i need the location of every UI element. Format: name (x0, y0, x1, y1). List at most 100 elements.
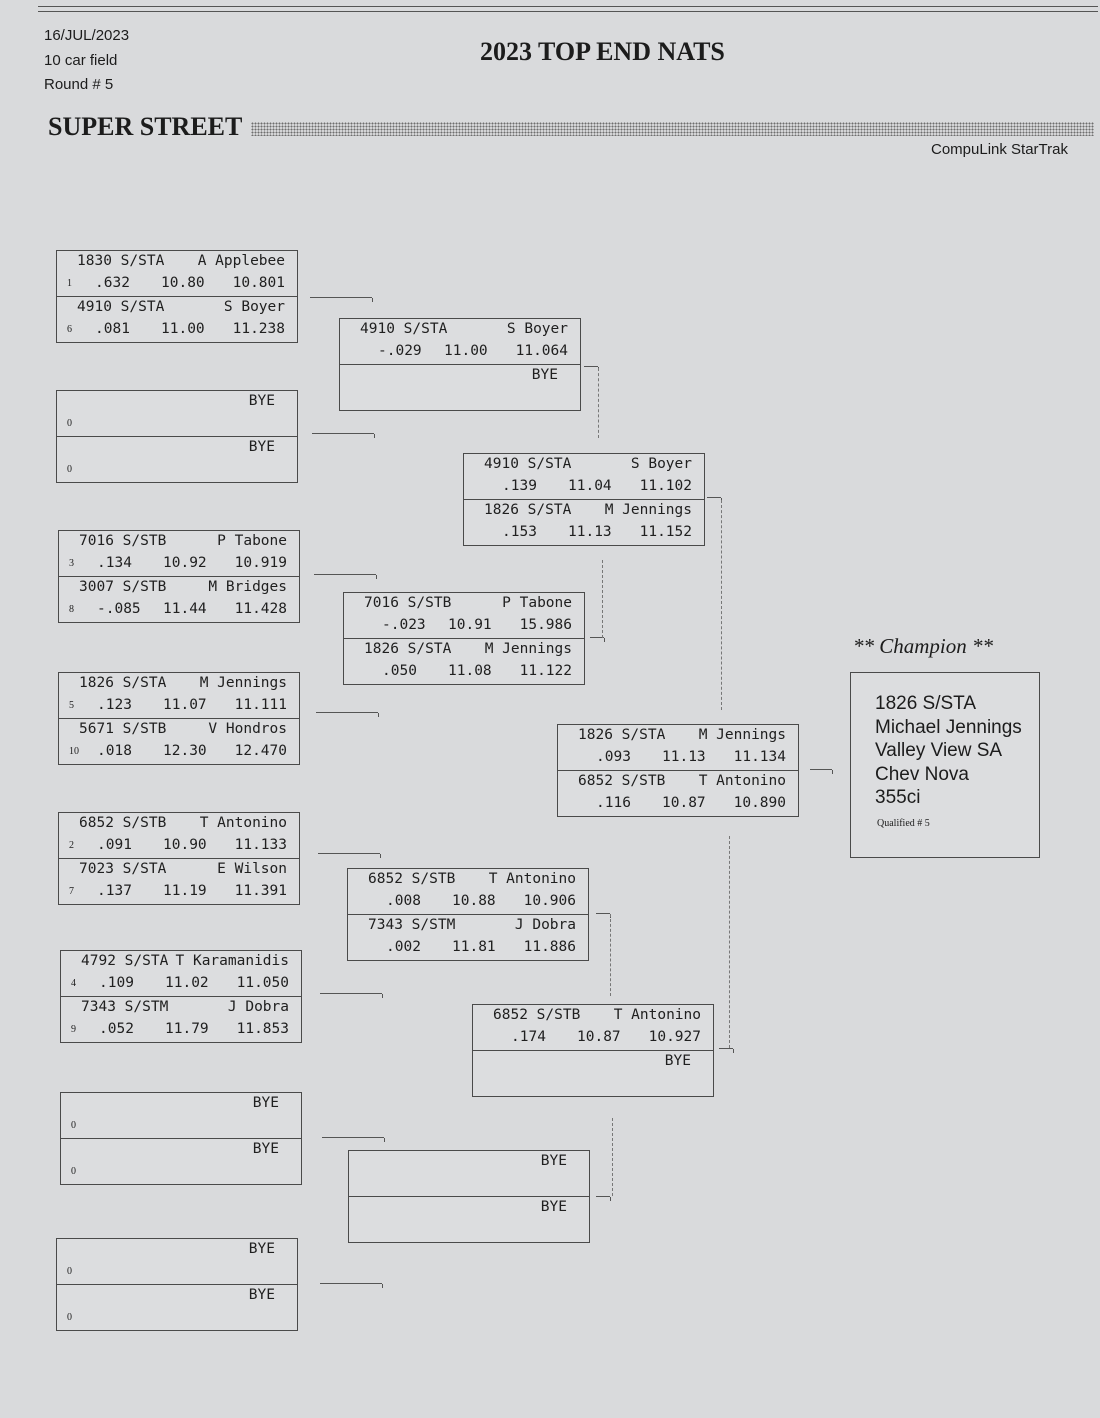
seed-number: 4 (71, 978, 76, 989)
reaction-time: .018 (97, 743, 132, 759)
reaction-time: .093 (596, 749, 631, 765)
bracket-connector (596, 1196, 611, 1201)
elapsed-time: 11.00 (444, 343, 488, 359)
elapsed-time: 10.92 (163, 555, 207, 571)
reaction-time: .134 (97, 555, 132, 571)
seed-number: 9 (71, 1024, 76, 1035)
elapsed-time: 10.87 (577, 1029, 621, 1045)
dial-in: 10.890 (733, 795, 786, 811)
driver-name: V Hondros (208, 721, 287, 737)
bracket-connector (612, 1118, 613, 1196)
car-number: 1826 S/STA (79, 675, 167, 691)
elapsed-time: 11.08 (448, 663, 492, 679)
champion-box: 1826 S/STA Michael Jennings Valley View … (850, 672, 1040, 858)
car-number: 7343 S/STM (368, 917, 456, 933)
dial-in: 11.391 (234, 883, 287, 899)
driver-name: T Antonino (613, 1007, 701, 1023)
seed-number: 0 (67, 1266, 72, 1277)
seed-number: 0 (71, 1120, 76, 1131)
driver-name: J Dobra (227, 999, 289, 1015)
bye-label: BYE (664, 1053, 691, 1069)
driver-name: S Boyer (506, 321, 568, 337)
seed-number: 0 (67, 1312, 72, 1323)
dial-in: 11.064 (515, 343, 568, 359)
seed-number: 0 (67, 418, 72, 429)
bye-label: BYE (248, 393, 275, 409)
dial-in: 11.152 (639, 524, 692, 540)
brand-label: CompuLink StarTrak (931, 141, 1068, 158)
bracket-connector (320, 1283, 383, 1288)
bye-label: BYE (248, 1241, 275, 1257)
elapsed-time: 11.13 (662, 749, 706, 765)
driver-name: T Antonino (698, 773, 786, 789)
car-number: 6852 S/STB (578, 773, 666, 789)
elapsed-time: 11.44 (163, 601, 207, 617)
reaction-time: -.029 (378, 343, 422, 359)
bye-label: BYE (248, 1287, 275, 1303)
seed-number: 0 (67, 464, 72, 475)
seed-number: 1 (67, 278, 72, 289)
reaction-time: .153 (502, 524, 537, 540)
bye-label: BYE (252, 1141, 279, 1157)
reaction-time: .137 (97, 883, 132, 899)
car-number: 6852 S/STB (368, 871, 456, 887)
bracket-connector (610, 914, 611, 996)
bracket-connector (310, 297, 373, 302)
reaction-time: .139 (502, 478, 537, 494)
bracket-connector (602, 560, 603, 638)
seed-number: 5 (69, 700, 74, 711)
elapsed-time: 10.91 (448, 617, 492, 633)
driver-name: P Tabone (502, 595, 572, 611)
bye-label: BYE (248, 439, 275, 455)
bracket-connector (584, 366, 599, 371)
champion-engine: 355ci (875, 787, 921, 808)
elapsed-time: 11.13 (568, 524, 612, 540)
entry-row: BYE (349, 1196, 589, 1242)
reaction-time: .091 (97, 837, 132, 853)
seed-number: 3 (69, 558, 74, 569)
bracket-connector (312, 433, 375, 438)
car-number: 6852 S/STB (79, 815, 167, 831)
driver-name: M Bridges (208, 579, 287, 595)
dial-in: 11.122 (519, 663, 572, 679)
reaction-time: .081 (95, 321, 130, 337)
entry-row: BYE 0 (57, 436, 297, 482)
reaction-time: .116 (596, 795, 631, 811)
dial-in: 11.050 (236, 975, 289, 991)
driver-name: T Karamanidis (175, 953, 290, 969)
dial-in: 10.927 (648, 1029, 701, 1045)
entry-row: BYE 0 (57, 1284, 297, 1330)
class-title: SUPER STREET (48, 112, 243, 141)
elapsed-time: 11.81 (452, 939, 496, 955)
elapsed-time: 10.88 (452, 893, 496, 909)
champion-qualified: Qualified # 5 (877, 818, 930, 829)
elapsed-time: 11.79 (165, 1021, 209, 1037)
reaction-time: .109 (99, 975, 134, 991)
bracket-connector (721, 500, 722, 710)
dial-in: 15.986 (519, 617, 572, 633)
bracket-connector (810, 769, 833, 774)
seed-number: 7 (69, 886, 74, 897)
driver-name: S Boyer (223, 299, 285, 315)
champion-label: ** Champion ** (853, 634, 994, 658)
elapsed-time: 11.04 (568, 478, 612, 494)
car-number: 1826 S/STA (484, 502, 572, 518)
reaction-time: -.023 (382, 617, 426, 633)
